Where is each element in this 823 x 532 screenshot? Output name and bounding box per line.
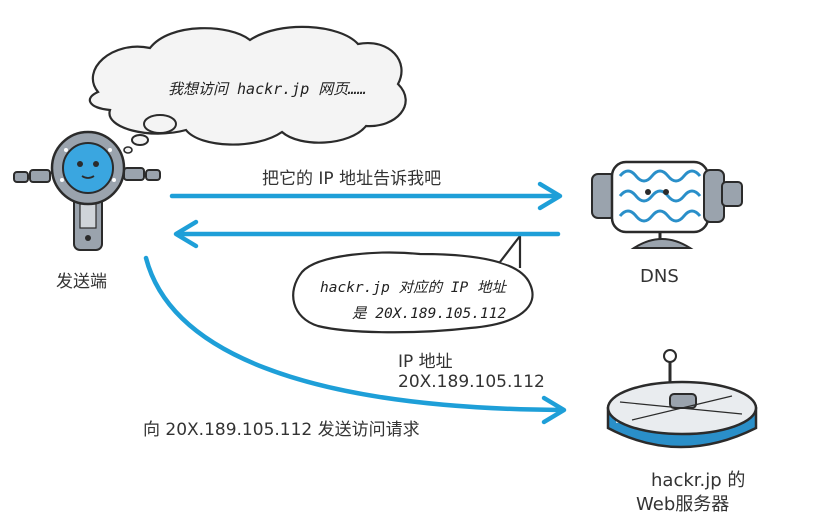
sender-robot-icon — [13, 130, 161, 251]
dns-label: DNS — [640, 266, 679, 287]
web-server-label-line2: Web服务器 — [636, 494, 730, 515]
query-arrow — [169, 181, 563, 211]
thought-text: 我想访问 hackr.jp 网页…… — [168, 80, 367, 98]
dns-reply-line2: 是 20X.189.105.112 — [352, 306, 507, 322]
web-server-label-line1: hackr.jp 的 — [651, 470, 746, 491]
request-label: 向 20X.189.105.112 发送访问请求 — [143, 420, 420, 440]
dns-reply-bubble — [292, 234, 534, 334]
sender-label: 发送端 — [56, 272, 107, 292]
ip-note-line2: 20X.189.105.112 — [398, 372, 545, 392]
query-label: 把它的 IP 地址告诉我吧 — [262, 169, 442, 189]
dns-server-icon — [591, 160, 743, 249]
web-server-icon — [606, 349, 758, 449]
ip-note-line1: IP 地址 — [398, 352, 453, 372]
thought-bubble — [88, 25, 407, 154]
reply-arrow — [173, 219, 561, 249]
dns-reply-line1: hackr.jp 对应的 IP 地址 — [320, 280, 506, 296]
request-arrow — [143, 255, 567, 425]
